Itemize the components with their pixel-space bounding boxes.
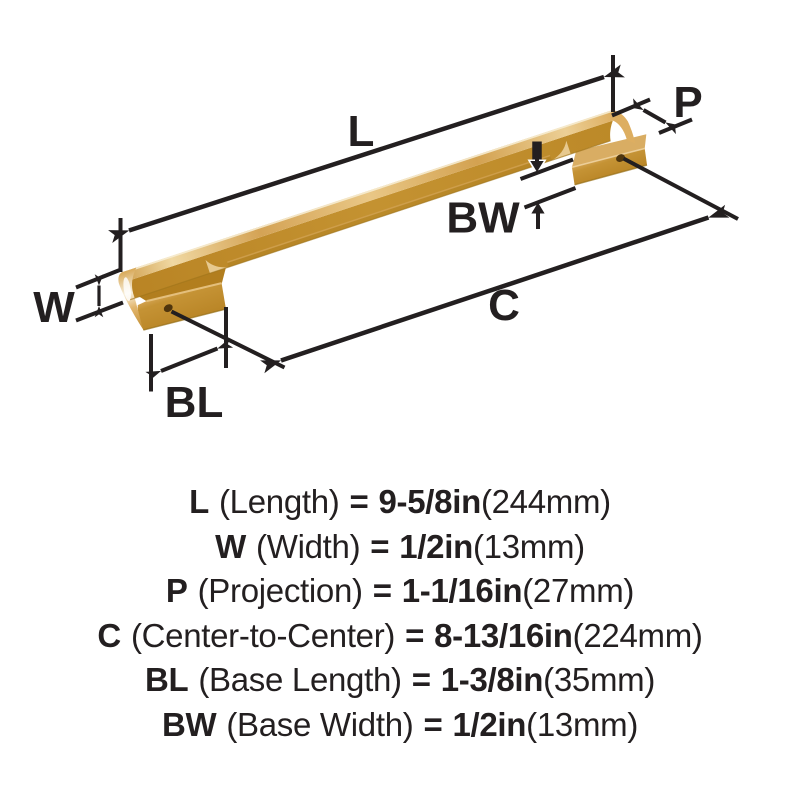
- spec-abbr: BL: [144, 661, 189, 699]
- spec-metric: (224mm): [572, 616, 703, 654]
- dimension-callouts: L P W: [33, 55, 739, 427]
- dim-width: W: [33, 267, 124, 332]
- center-leader-right: [622, 156, 739, 221]
- spec-name: (Projection): [197, 572, 363, 610]
- spec-abbr: BW: [161, 705, 217, 743]
- left-foot-front-face: [137, 283, 226, 331]
- base-length-dimension-arrow: [145, 338, 234, 382]
- spec-value: 1/2in: [399, 527, 473, 565]
- equals-sign: =: [370, 527, 390, 565]
- spec-abbr: C: [97, 616, 121, 654]
- spec-name: (Length): [218, 483, 340, 521]
- spec-metric: (27mm): [522, 572, 635, 610]
- spec-name: (Base Width): [226, 705, 414, 743]
- spec-name: (Base Length): [198, 661, 402, 699]
- projection-ext-line-1: [611, 97, 651, 118]
- spec-value-group: 1/2in (13mm): [452, 706, 638, 744]
- spec-abbr: P: [165, 572, 188, 610]
- spec-value-group: 1/2in (13mm): [399, 528, 585, 566]
- spec-list: L (Length) = 9-5/8in (244mm) W (Width) =…: [0, 480, 800, 747]
- spec-metric: (13mm): [526, 705, 639, 743]
- cabinet-pull-handle: [118, 109, 648, 331]
- spec-value: 9-5/8in: [378, 483, 481, 521]
- equals-sign: =: [423, 705, 443, 743]
- left-cove-shine: [123, 277, 131, 301]
- center-dimension-line: [260, 204, 730, 374]
- spec-name: (Center-to-Center): [130, 616, 396, 654]
- spec-value: 1-1/16in: [401, 572, 523, 610]
- projection-dimension-arrow: [628, 98, 681, 135]
- equals-sign: =: [411, 661, 431, 699]
- equals-sign: =: [372, 572, 392, 610]
- left-underside-scoop: [205, 260, 230, 274]
- spec-name: (Width): [256, 527, 361, 565]
- label-center: C: [488, 281, 520, 330]
- spec-metric: (35mm): [543, 661, 656, 699]
- left-foot-edge-highlight: [146, 282, 222, 303]
- base-width-ext-line-1: [519, 157, 574, 181]
- length-dimension-line: [108, 64, 625, 244]
- spec-row-base-length: BL (Base Length) = 1-3/8in (35mm): [145, 658, 655, 703]
- spec-value-group: 1-3/8in (35mm): [440, 661, 656, 699]
- spec-row-center: C (Center-to-Center) = 8-13/16in (224mm): [97, 614, 703, 659]
- dim-base-length: BL: [145, 307, 234, 427]
- label-length: L: [348, 107, 375, 156]
- handle-dimension-drawing: L P W: [33, 55, 739, 427]
- base-width-down-arrowhead: [530, 161, 544, 172]
- spec-metric: (244mm): [480, 483, 611, 521]
- spec-value: 1/2in: [452, 705, 527, 743]
- spec-abbr: L: [189, 483, 209, 521]
- spec-value-group: 9-5/8in (244mm): [378, 483, 611, 521]
- spec-value: 8-13/16in: [434, 616, 573, 654]
- label-base-length: BL: [165, 378, 224, 427]
- dim-projection: P: [611, 78, 703, 135]
- dim-length: L: [108, 55, 625, 272]
- spec-row-width: W (Width) = 1/2in (13mm): [215, 525, 585, 570]
- spec-value-group: 8-13/16in (224mm): [434, 616, 703, 655]
- label-projection: P: [673, 78, 702, 127]
- label-width: W: [33, 283, 75, 332]
- base-width-ext-line-2: [523, 186, 577, 210]
- label-base-width: BW: [446, 194, 520, 243]
- spec-row-length: L (Length) = 9-5/8in (244mm): [189, 480, 611, 525]
- left-screw-hole: [163, 304, 173, 313]
- spec-row-base-width: BW (Base Width) = 1/2in (13mm): [162, 703, 638, 748]
- equals-sign: =: [405, 616, 425, 654]
- spec-metric: (13mm): [472, 527, 585, 565]
- spec-row-projection: P (Projection) = 1-1/16in (27mm): [165, 569, 635, 614]
- spec-abbr: W: [215, 527, 247, 565]
- equals-sign: =: [349, 483, 369, 521]
- width-ext-line-1: [75, 267, 122, 290]
- spec-value: 1-3/8in: [440, 661, 544, 699]
- spec-value-group: 1-1/16in (27mm): [401, 572, 635, 610]
